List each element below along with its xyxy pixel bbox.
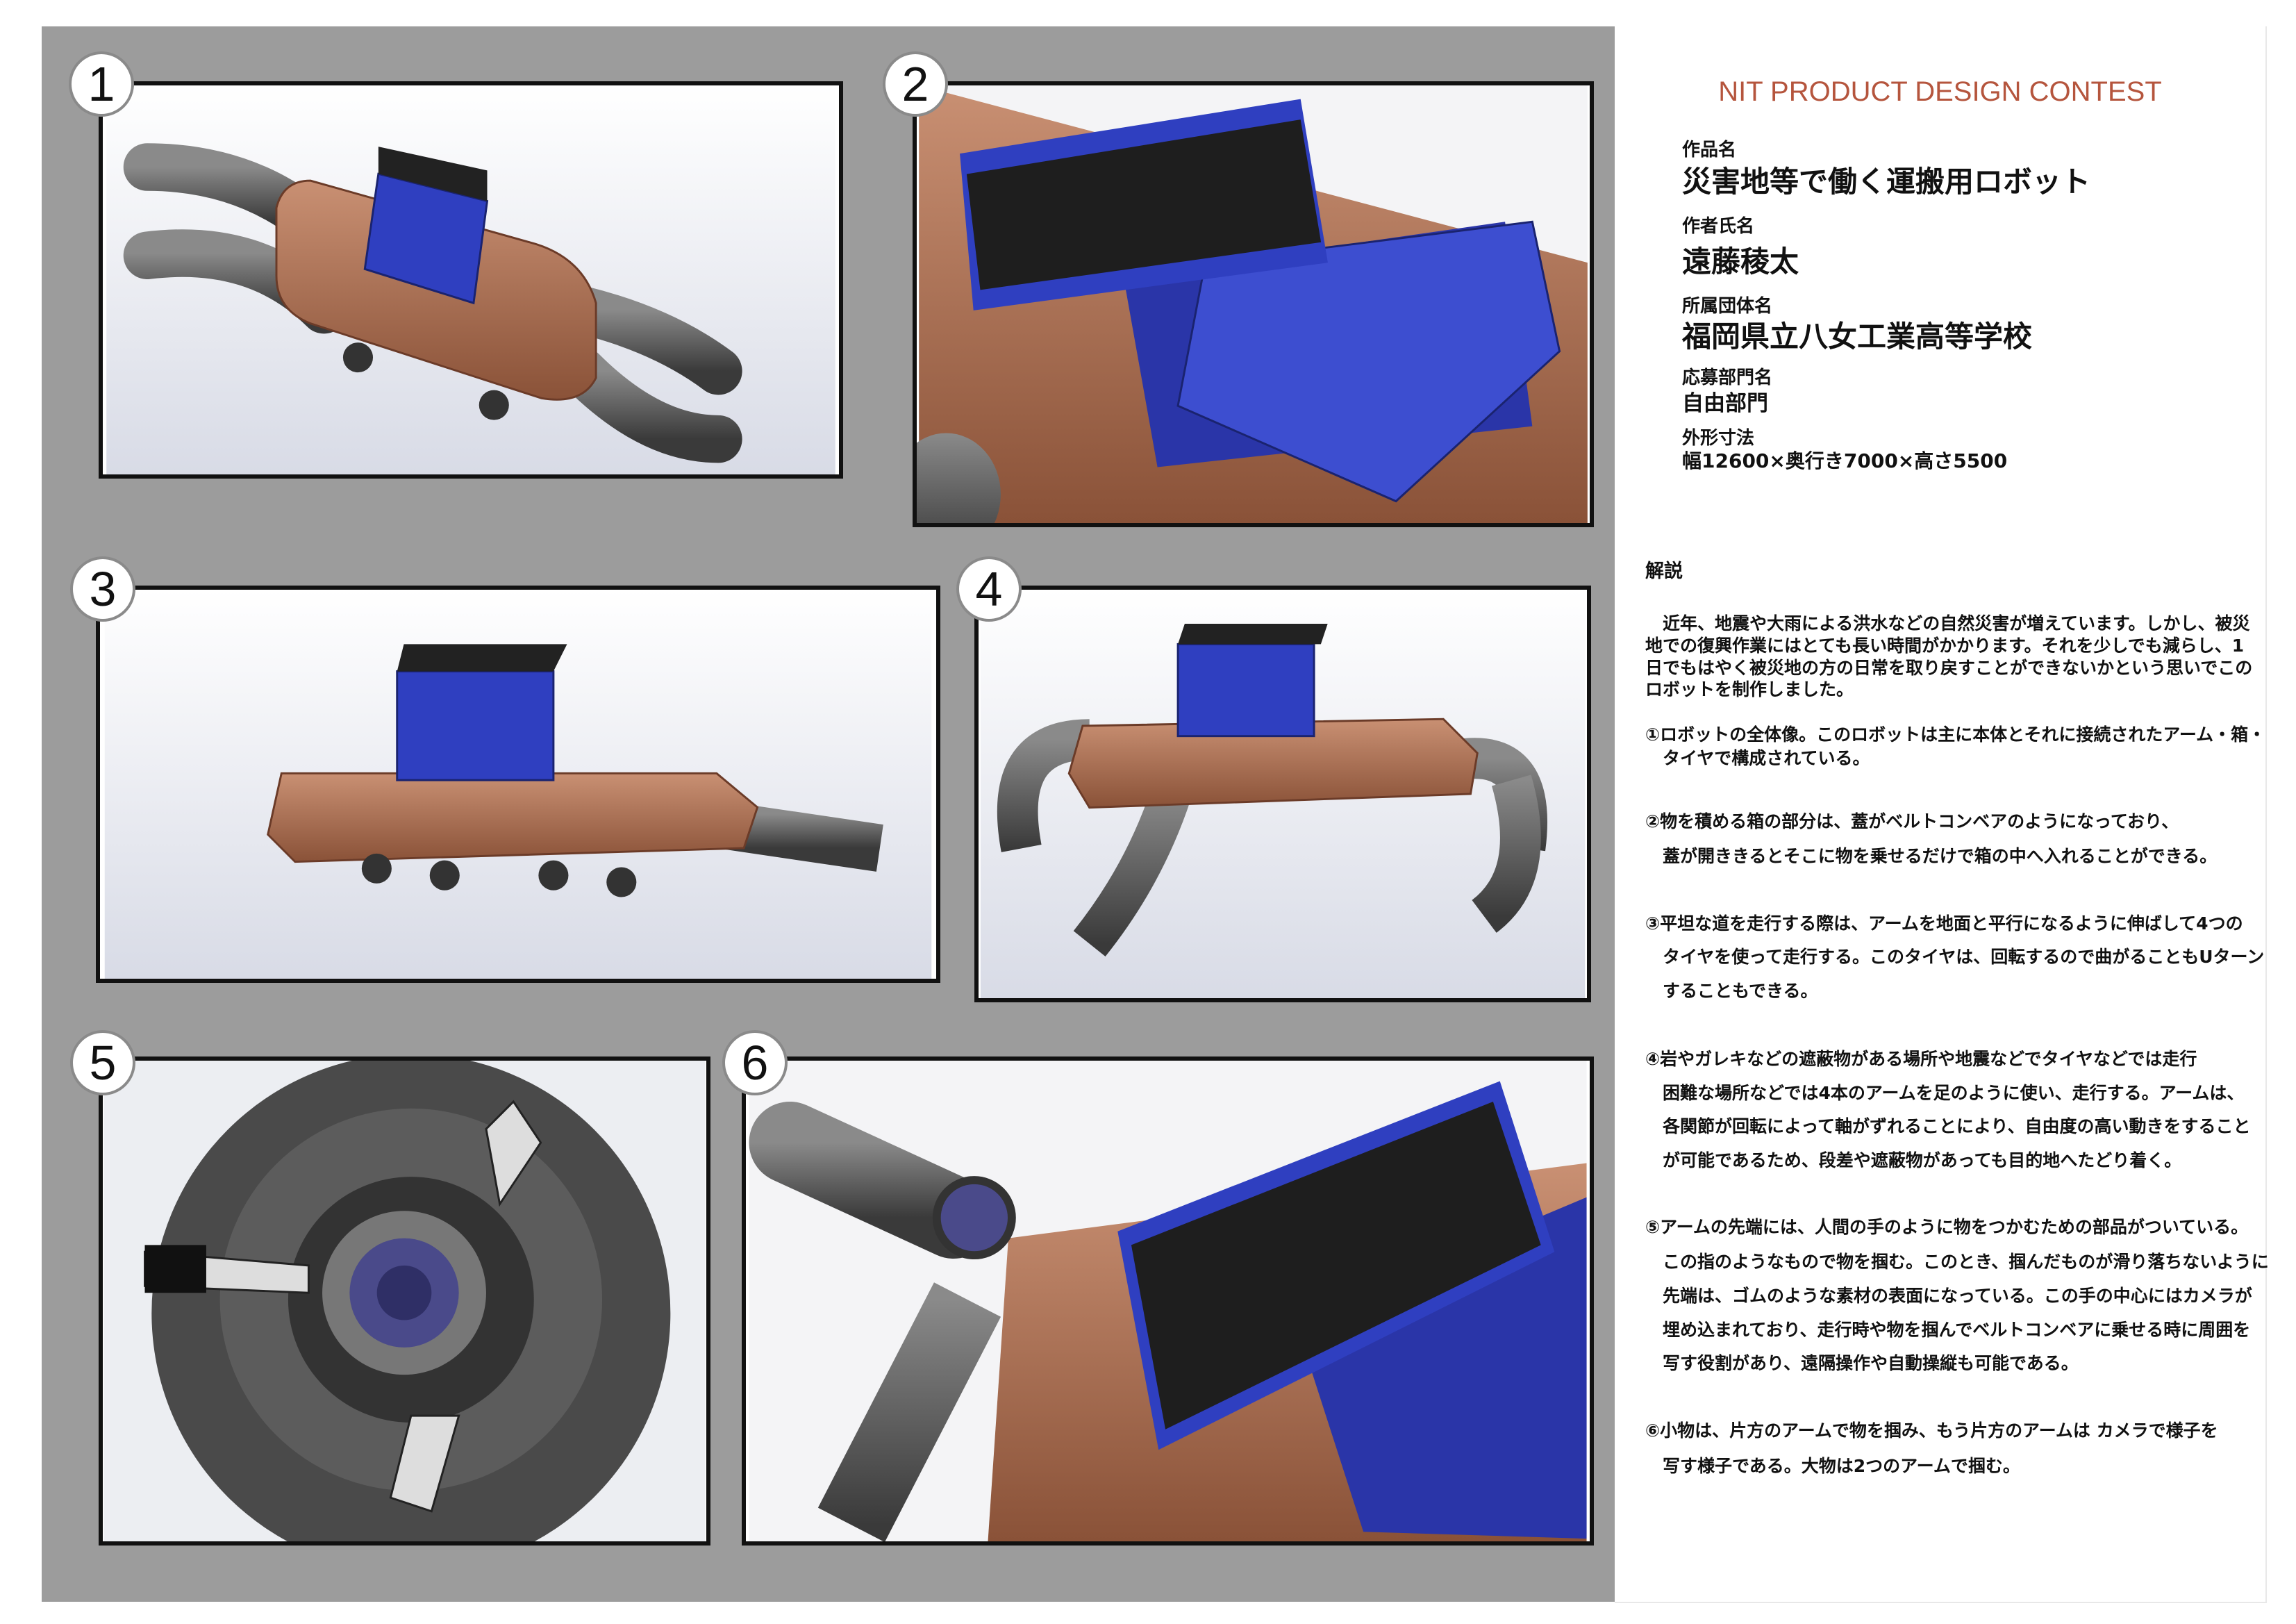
robot-arm [558,347,742,463]
intro-line: ロボットを制作しました。 [1645,679,1854,699]
panel-3-driving-mode [96,586,940,983]
conveyor-belt [966,119,1322,290]
intro-line: 近年、地震や大雨による洪水などの自然災害が増えています。しかし、被災 [1645,613,2250,633]
rubber-fingertip [144,1245,206,1293]
dimensions-label: 外形寸法 [1682,428,1755,449]
category-value: 自由部門 [1682,391,1768,416]
panel-6-grabbing-object [742,1057,1594,1546]
conveyor-lid [397,644,567,672]
wheel [538,860,569,890]
robot-arm [817,1282,1001,1541]
walking-mode-illustration [980,590,1586,998]
item-4-line: 困難な場所などでは4本のアームを足のように使い、走行する。アームは、 [1645,1083,2245,1103]
item-3-line: ③平坦な道を走行する際は、アームを地面と平行になるように伸ばして4つの [1645,913,2243,934]
item-4-line: が可能であるため、段差や遮蔽物があっても目的地へたどり着く。 [1645,1150,2182,1170]
author-value: 遠藤稜太 [1682,245,1799,279]
robot-arm [558,285,742,395]
item-6-line: ⑥小物は、片方のアームで物を掴み、もう片方のアームは カメラで様子を [1645,1420,2218,1441]
wheel [429,860,460,890]
robot-arm [749,1101,995,1259]
robot-body [267,772,759,863]
item-4-line: 各関節が回転によって軸がずれることにより、自由度の高い動きをすること [1645,1116,2251,1136]
robot-arm [1073,787,1191,956]
cargo-box [396,670,555,781]
conveyor-lid [1178,624,1328,645]
gripper-finger [485,1100,542,1207]
cargo-box [1295,1197,1587,1539]
box-flap [1176,220,1561,503]
panel-number-badge: 2 [883,51,948,117]
panel-number-badge: 4 [956,556,1022,622]
robot-arm [917,433,1001,523]
work-name-value: 災害地等で働く運搬用ロボット [1682,165,2091,199]
cargo-box [1176,643,1315,738]
work-name-label: 作品名 [1682,140,1737,160]
organization-label: 所属団体名 [1682,296,1773,317]
grabbing-object-illustration [749,1061,1587,1541]
item-5-line: ⑤アームの先端には、人間の手のように物をつかむための部品がついている。 [1645,1217,2249,1237]
item-3-line: することもできる。 [1645,981,1818,1001]
item-3-line: タイヤを使って走行する。このタイヤは、回転するので曲がることもUターン [1645,947,2265,967]
panel-number-badge: 3 [70,556,135,622]
panel-2-cargo-box [913,81,1594,527]
panel-number-badge: 5 [70,1030,135,1095]
hand-camera-illustration [103,1061,706,1541]
intro-line: 地での復興作業にはとても長い時間がかかります。それを少しでも減らし、1 [1645,636,2245,656]
category-label: 応募部門名 [1682,367,1773,388]
item-2-line: 蓋が開ききるとそこに物を乗せるだけで箱の中へ入れることができる。 [1645,846,2218,866]
info-panel [1615,26,2267,1603]
wheel [606,867,637,897]
item-1-line: タイヤで構成されている。 [1645,748,1870,768]
panel-4-walking-mode [974,586,1591,1002]
cargo-box-illustration [917,85,1588,523]
item-4-line: ④岩やガレキなどの遮蔽物がある場所や地震などでタイヤなどでは走行 [1645,1049,2197,1069]
item-5-line: 写す役割があり、遠隔操作や自動操縦も可能である。 [1645,1353,2079,1373]
conveyor-lid [378,147,488,201]
driving-mode-illustration [104,590,932,979]
intro-line: 日でもはやく被災地の方の日常を取り戻すことができないかという思いでこの [1645,658,2253,678]
robot-arm [1471,774,1541,933]
wheel [479,390,509,420]
robot-overview-illustration [106,85,835,474]
item-5-line: この指のようなもので物を掴む。このとき、掴んだものが滑り落ちないように [1645,1252,2269,1272]
author-label: 作者氏名 [1682,216,1755,237]
item-2-line: ②物を積める箱の部分は、蓋がベルトコンベアのようになっており、 [1645,811,2179,831]
organization-value: 福岡県立八女工業高等学校 [1682,320,2033,354]
panel-1-overall-view [99,81,843,479]
conveyor-belt [1131,1101,1541,1430]
gripper-finger [389,1414,460,1513]
robot-arm [997,719,1090,852]
item-5-line: 埋め込まれており、走行時や物を掴んでベルトコンベアに乗せる時に周囲を [1645,1320,2251,1340]
wheel [342,342,374,373]
contest-title: NIT PRODUCT DESIGN CONTEST [1718,76,2162,107]
robot-body [1067,718,1479,809]
wheel [361,853,392,884]
dimensions-value: 幅12600×奥行き7000×高さ5500 [1682,449,2008,472]
item-1-line: ①ロボットの全体像。このロボットは主に本体とそれに接続されたアーム・箱・ [1645,724,2266,745]
panel-number-badge: 6 [722,1030,788,1095]
panel-5-hand-camera [99,1057,710,1546]
panel-number-badge: 1 [69,51,134,117]
camera-lens [932,1176,1016,1260]
item-6-line: 写す様子である。大物は2つのアームで掴む。 [1645,1456,2020,1476]
item-5-line: 先端は、ゴムのような素材の表面になっている。この手の中心にはカメラが [1645,1286,2252,1306]
description-heading: 解説 [1645,561,1683,582]
cargo-box [363,172,489,305]
